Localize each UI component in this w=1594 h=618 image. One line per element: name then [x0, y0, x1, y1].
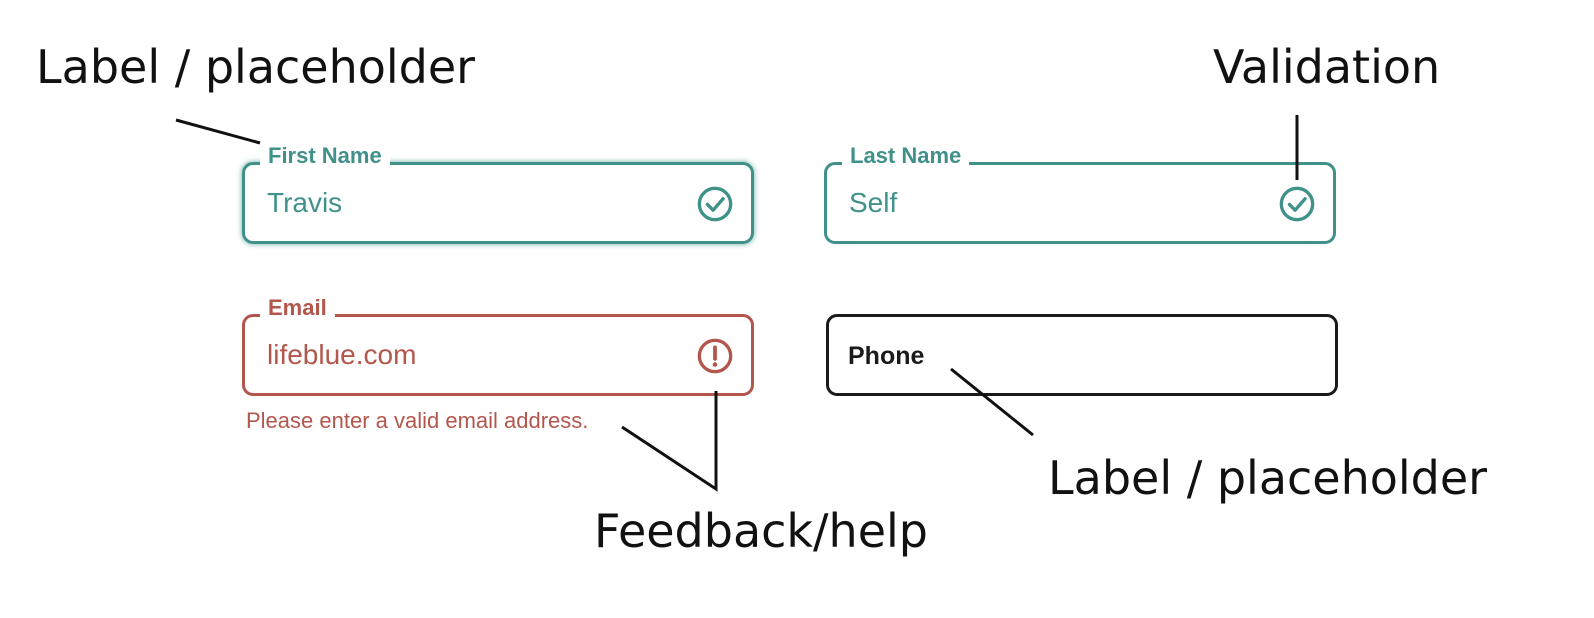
check-circle-icon — [697, 186, 733, 222]
annotation-label-placeholder-bottom: Label / placeholder — [1048, 451, 1488, 505]
annotation-label-placeholder-top: Label / placeholder — [36, 40, 476, 94]
email-label: Email — [260, 295, 335, 321]
first-name-label: First Name — [260, 143, 390, 169]
first-name-value: Travis — [267, 187, 343, 218]
leader-line-label-top — [175, 118, 261, 145]
phone-label: Phone — [848, 342, 925, 370]
last-name-field[interactable]: Last Name Self — [824, 143, 1336, 244]
annotation-validation: Validation — [1213, 40, 1441, 94]
check-circle-icon — [1279, 186, 1315, 222]
email-help-text: Please enter a valid email address. — [246, 408, 589, 433]
exclamation-circle-icon — [697, 338, 733, 374]
leader-line-label-bottom — [950, 367, 1034, 437]
leader-line-feedback — [621, 391, 718, 492]
phone-field[interactable]: Phone — [826, 314, 1338, 396]
email-field[interactable]: Email lifeblue.com — [242, 295, 754, 396]
last-name-label: Last Name — [842, 143, 970, 169]
first-name-field[interactable]: First Name Travis — [242, 143, 754, 244]
annotation-feedback-help: Feedback/help — [594, 504, 928, 558]
email-value: lifeblue.com — [267, 339, 417, 370]
last-name-value: Self — [849, 187, 898, 218]
